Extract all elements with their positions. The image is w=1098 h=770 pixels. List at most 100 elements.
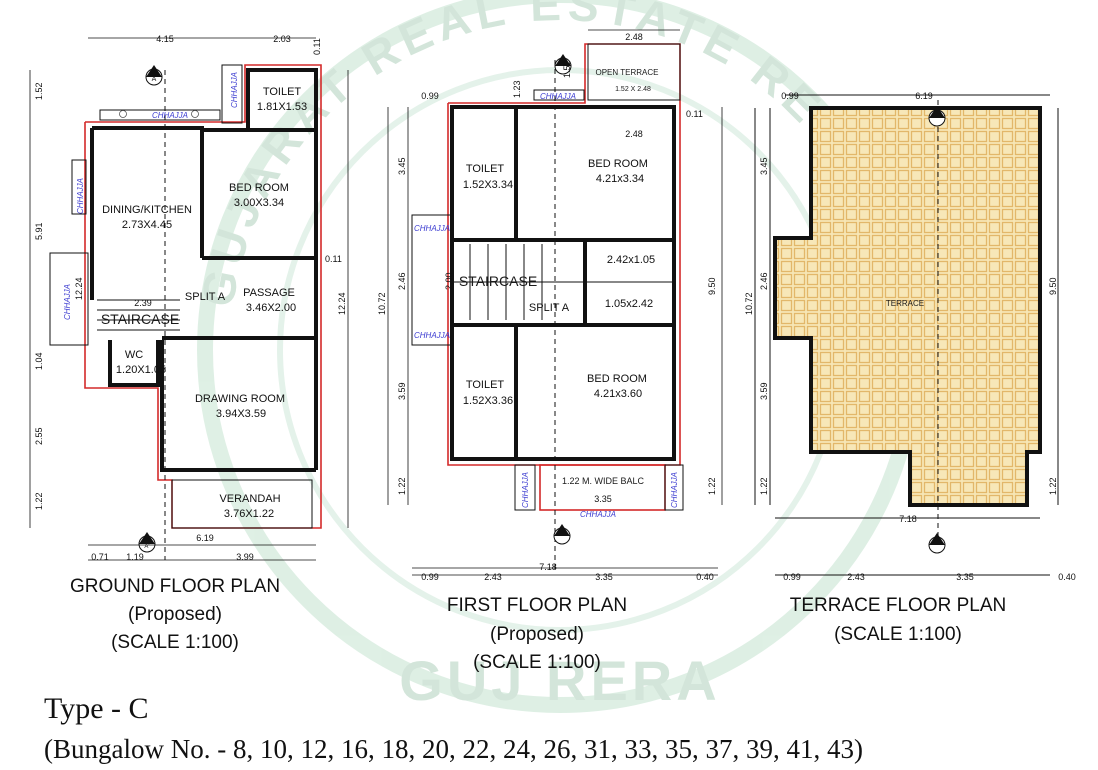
- first-chhajja-sw: [514, 464, 536, 511]
- watermark-bottom-text: GUJ RERA: [399, 649, 720, 712]
- terrace-floor-plan: TERRACE 0.99 6.19 3.45 10.72 2.46 3.59 1…: [744, 91, 1076, 645]
- first-staircase-bay: [411, 214, 453, 346]
- first-section-marker-a-icon: [554, 54, 572, 75]
- first-dim-top-e: 2.48: [625, 129, 643, 139]
- terrace-plan-scale: (SCALE 1:100): [834, 624, 962, 645]
- ground-chhajja-top: [99, 109, 221, 121]
- first-chhajja-w2-label: CHHAJJA: [414, 331, 450, 340]
- first-bed1-dim: 4.21x3.34: [596, 173, 644, 185]
- terrace-dim-bottom-total: 7.18: [899, 514, 917, 524]
- ground-drawing-dim: 3.94X3.59: [216, 408, 266, 420]
- terrace-dim-left-5: 1.22: [759, 477, 769, 495]
- first-dim-left-3: 2.46: [397, 272, 407, 290]
- first-dim-bottom-total: 7.18: [539, 562, 557, 572]
- ground-bed-label: BED ROOM: [229, 182, 289, 194]
- ground-chhajja-west: [71, 159, 87, 215]
- first-chhajja-bottom-label: CHHAJJA: [580, 510, 616, 519]
- ground-toilet-label: TOILET: [263, 86, 302, 98]
- first-chhajja-se: [664, 464, 684, 511]
- ground-dim-left-1: 1.52: [34, 82, 44, 100]
- first-dim-left-4: 2.00: [444, 272, 454, 290]
- ground-stair-height: 12.24: [74, 277, 84, 300]
- first-plan-proposed: (Proposed): [490, 624, 584, 645]
- window-marker-icon: [119, 110, 127, 118]
- ground-chhajja-north-label: CHHAJJA: [230, 72, 239, 108]
- first-balcony-width: 3.35: [594, 494, 612, 504]
- ground-split-label: SPLIT A: [185, 291, 226, 303]
- ground-dim-bottom-a: 0.71: [91, 552, 109, 562]
- first-dim-left-6: 1.22: [397, 477, 407, 495]
- first-dim-top-b: 1.52: [562, 60, 572, 78]
- terrace-dim-left-3: 2.46: [759, 272, 769, 290]
- terrace-section-marker-a-icon: [928, 106, 946, 127]
- ground-bed-dim: 3.00X3.34: [234, 197, 284, 209]
- ground-dim-left-3: 1.04: [34, 352, 44, 370]
- terrace-dim-right-total: 9.50: [1048, 277, 1058, 295]
- first-bed1-label: BED ROOM: [588, 158, 648, 170]
- terrace-dim-right-b: 1.22: [1048, 477, 1058, 495]
- terrace-dim-bottom-b: 2.43: [847, 572, 865, 582]
- ground-verandah-label: VERANDAH: [219, 493, 280, 505]
- terrace-dim-top-a: 0.99: [781, 91, 799, 101]
- first-dim-left-2: 10.72: [377, 292, 387, 315]
- first-floor-plan: OPEN TERRACE 1.52 X 2.48 TOILET 1.52X3.3…: [377, 29, 723, 673]
- first-chhajja-w1-label: CHHAJJA: [414, 224, 450, 233]
- window-marker-icon: [191, 110, 199, 118]
- first-toilet2-label: TOILET: [466, 379, 505, 391]
- ground-dining-label: DINING/KITCHEN: [102, 204, 192, 216]
- ground-dim-top-c: 0.11: [312, 38, 322, 55]
- first-dim-right-b: 1.22: [707, 477, 717, 495]
- first-chhajja-se-label: CHHAJJA: [670, 472, 679, 508]
- first-dim-top-d: 0.99: [421, 91, 439, 101]
- first-toilet1-label: TOILET: [466, 163, 505, 175]
- terrace-slab: [773, 106, 1042, 507]
- ground-side-block: [49, 252, 89, 346]
- ground-stair-width: 2.39: [134, 298, 152, 308]
- ground-dim-right-mid: 0.11: [325, 254, 342, 264]
- first-dim-bottom-c: 3.35: [595, 572, 613, 582]
- first-bed2-dim: 4.21x3.60: [594, 388, 642, 400]
- ground-staircase-label: STAIRCASE: [101, 311, 179, 327]
- ground-wc-dim: 1.20X1.05: [116, 364, 166, 376]
- ground-dim-bottom-c: 3.99: [236, 552, 254, 562]
- first-staircase-label: STAIRCASE: [459, 273, 537, 289]
- first-dim-top-c: 1.23: [512, 80, 522, 98]
- terrace-label: TERRACE: [886, 299, 924, 308]
- ground-dim-left-4: 2.55: [34, 427, 44, 445]
- first-open-terrace-dim: 1.52 X 2.48: [615, 86, 651, 93]
- first-dim-right-total: 9.50: [707, 277, 717, 295]
- ground-dining-dim: 2.73X4.45: [122, 219, 172, 231]
- ground-verandah-dim: 3.76X1.22: [224, 508, 274, 520]
- ground-walls: [90, 68, 318, 472]
- terrace-dim-left-2: 10.72: [744, 292, 754, 315]
- ground-plan-proposed: (Proposed): [128, 604, 222, 625]
- ground-dim-bottom-b: 1.19: [126, 552, 144, 562]
- ground-chhajja-north: [221, 64, 243, 124]
- terrace-section-marker-a-prime-icon: [928, 533, 946, 554]
- ground-verandah-box: [171, 479, 313, 529]
- ground-dim-left-2: 5.91: [34, 222, 44, 240]
- first-open-terrace: [587, 43, 681, 101]
- ground-toilet-dim: 1.81X1.53: [257, 101, 307, 113]
- ground-passage-dim: 3.46X2.00: [246, 302, 296, 314]
- section-marker-a-prime-icon: A': [138, 532, 156, 553]
- ground-passage-label: PASSAGE: [243, 287, 295, 299]
- terrace-dim-bottom-a: 0.99: [783, 572, 801, 582]
- first-bed2-label: BED ROOM: [587, 373, 647, 385]
- ground-chhajja-west-label: CHHAJJA: [76, 178, 85, 214]
- ground-chhajja-side-label: CHHAJJA: [63, 284, 72, 320]
- ground-drawing-label: DRAWING ROOM: [195, 393, 285, 405]
- first-dim-bottom-d: 0.40: [696, 572, 714, 582]
- first-split-label: SPLIT A: [529, 302, 570, 314]
- first-balcony-label: 1.22 M. WIDE BALC: [562, 476, 645, 486]
- first-box2-label: 1.05x2.42: [605, 298, 653, 310]
- first-walls: [450, 105, 676, 461]
- ground-floor-plan: TOILET 1.81X1.53 DINING/KITCHEN 2.73X4.4…: [29, 34, 349, 653]
- first-chhajja-top-label: CHHAJJA: [540, 92, 576, 101]
- ground-dim-left-5: 1.22: [34, 492, 44, 510]
- first-plan-title: FIRST FLOOR PLAN: [447, 595, 627, 616]
- terrace-plan-title: TERRACE FLOOR PLAN: [790, 595, 1006, 616]
- ground-plan-scale: (SCALE 1:100): [111, 632, 239, 653]
- ground-wc-label: WC: [125, 349, 143, 361]
